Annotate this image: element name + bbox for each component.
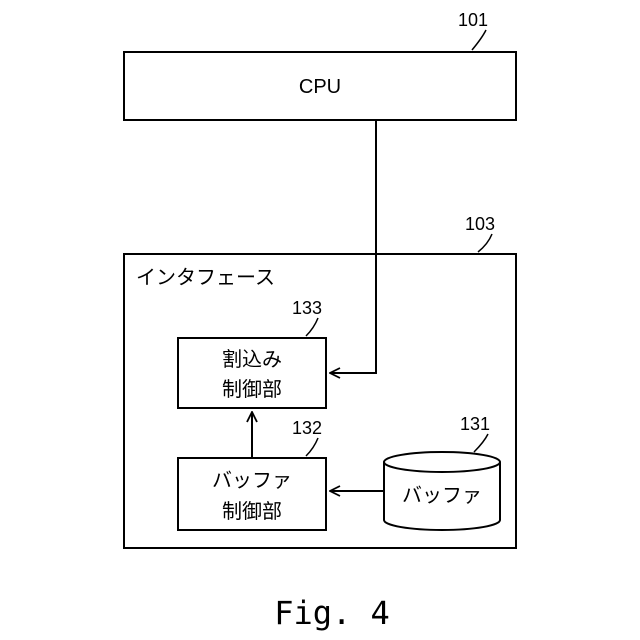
buffer-cylinder: バッファ bbox=[384, 452, 500, 530]
interface-label: インタフェース bbox=[136, 265, 275, 289]
buffer-controller-label-line2: 制御部 bbox=[222, 499, 282, 523]
interrupt-controller-block: 割込み 制御部 bbox=[178, 338, 326, 408]
cpu-label: CPU bbox=[299, 76, 341, 98]
interrupt-controller-label-line2: 制御部 bbox=[222, 377, 282, 401]
buffer-controller-ref-number: 132 bbox=[292, 418, 322, 438]
cpu-block: CPU bbox=[124, 52, 516, 120]
buffer-controller-block: バッファ 制御部 bbox=[178, 458, 326, 530]
interface-ref-number: 103 bbox=[465, 214, 495, 234]
buffer-controller-label-line1: バッファ bbox=[212, 468, 292, 492]
interrupt-controller-ref-number: 133 bbox=[292, 298, 322, 318]
figure-caption: Fig. 4 bbox=[274, 594, 390, 632]
interrupt-controller-label-line1: 割込み bbox=[222, 347, 282, 371]
cpu-ref-number: 101 bbox=[458, 10, 488, 30]
buffer-ref-number: 131 bbox=[460, 414, 490, 434]
buffer-label: バッファ bbox=[402, 483, 482, 507]
cpu-ref-leader bbox=[472, 30, 486, 50]
interface-ref-leader bbox=[478, 234, 492, 252]
buffer-cylinder-top bbox=[384, 452, 500, 472]
